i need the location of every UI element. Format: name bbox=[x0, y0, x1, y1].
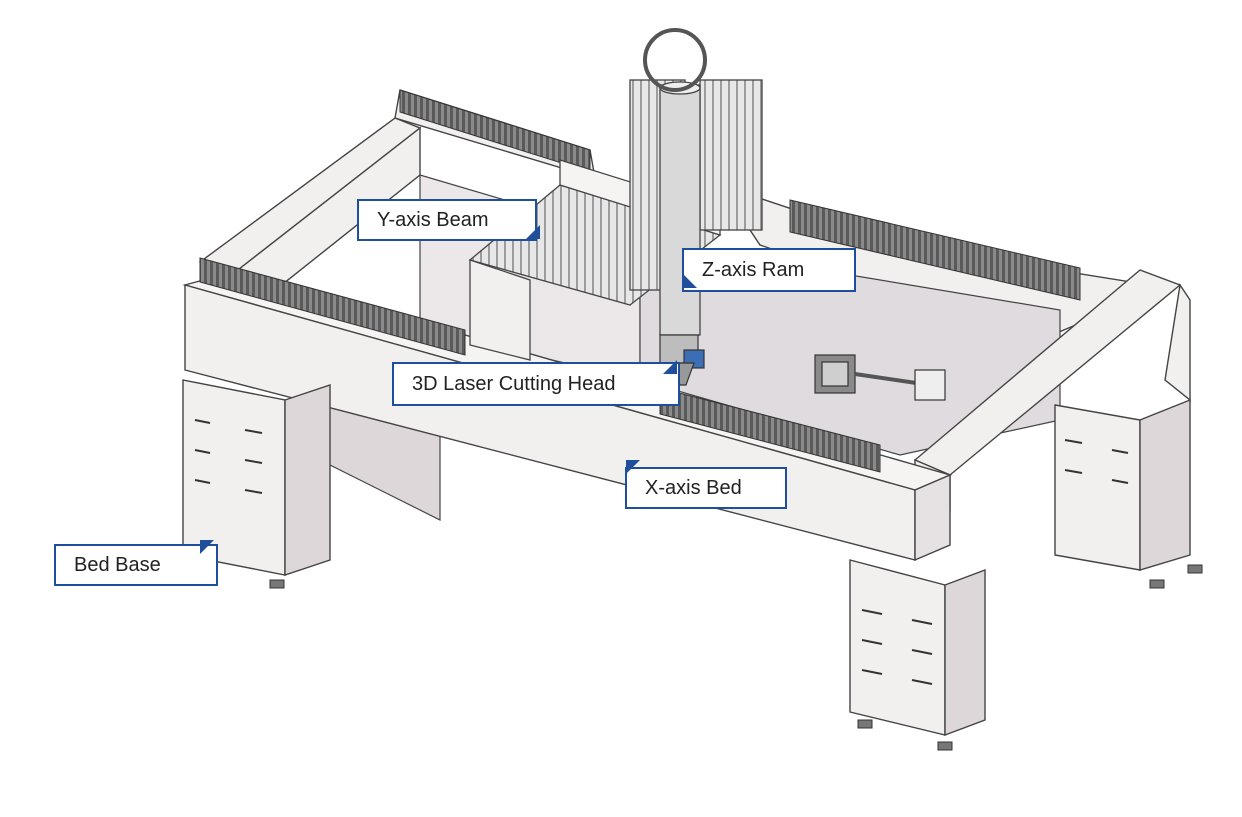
leg-slot-marks bbox=[194, 419, 1129, 685]
z-axis-ram-label-text: Z-axis Ram bbox=[702, 259, 805, 281]
x-axis-bed-label: X-axis Bed bbox=[625, 467, 787, 509]
x-axis-bed-label-text: X-axis Bed bbox=[645, 477, 742, 499]
z-axis-ram-label: Z-axis Ram bbox=[682, 248, 856, 292]
y-axis-beam-pointer bbox=[526, 225, 540, 239]
bed-base-pointer bbox=[200, 540, 214, 554]
y-axis-beam-label: Y-axis Beam bbox=[357, 199, 537, 241]
y-axis-beam-label-text: Y-axis Beam bbox=[377, 209, 489, 231]
laser-head-shape bbox=[659, 334, 705, 386]
laser-head-label-text: 3D Laser Cutting Head bbox=[412, 373, 616, 395]
laser-head-pointer bbox=[663, 360, 677, 374]
control-pendant bbox=[814, 354, 946, 401]
x-axis-bed-pointer bbox=[626, 460, 640, 474]
laser-head-label: 3D Laser Cutting Head bbox=[392, 362, 680, 406]
leveling-feet bbox=[189, 564, 1203, 751]
z-axis-ram-pointer bbox=[683, 274, 697, 288]
bed-base-label: Bed Base bbox=[54, 544, 218, 586]
bed-base-label-text: Bed Base bbox=[74, 554, 161, 576]
bed-base-legs bbox=[182, 379, 1191, 737]
